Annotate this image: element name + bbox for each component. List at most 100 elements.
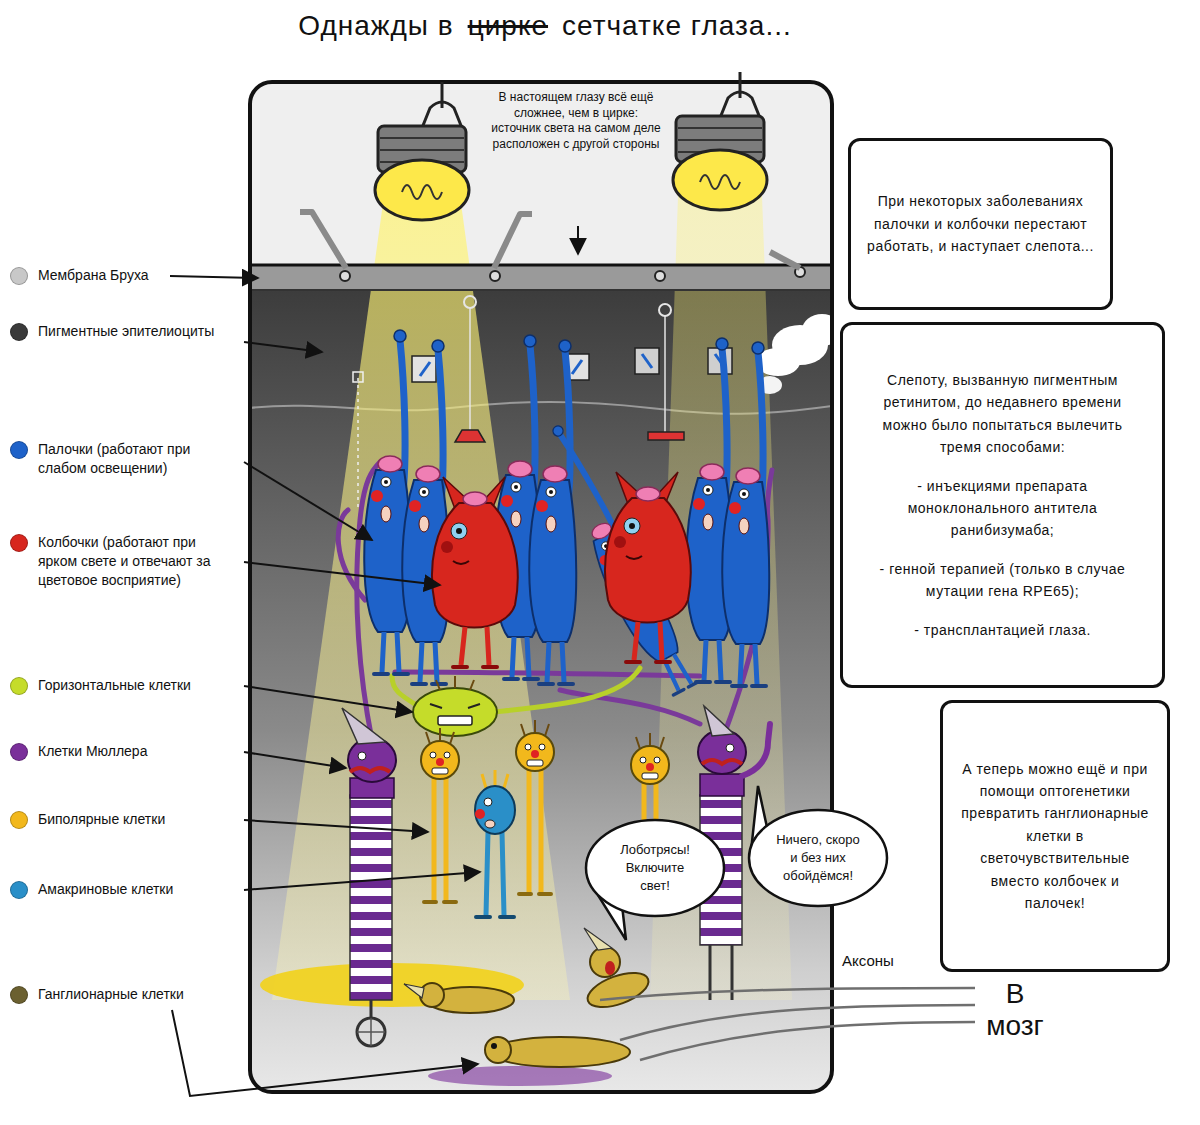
legend-text: Клетки Мюллера — [38, 742, 234, 761]
axon-bundle — [640, 1022, 975, 1060]
ganglion-cell — [590, 947, 620, 977]
legend-swatch — [10, 534, 28, 552]
muller-cell — [357, 1018, 385, 1046]
stage-background — [250, 82, 832, 1092]
stage-lamp — [375, 72, 767, 220]
leader-line — [244, 752, 346, 768]
legend-text: Биполярные клетки — [38, 810, 234, 829]
leader-line — [244, 462, 372, 540]
cone-cell — [432, 472, 691, 667]
legend-swatch — [10, 743, 28, 761]
ganglion-cell — [420, 983, 444, 1007]
axon-bundle — [600, 988, 975, 1060]
muller-fiber — [560, 690, 700, 724]
bruch-membrane — [490, 271, 500, 281]
ganglion-cell — [404, 928, 653, 1086]
axon-bundle — [600, 988, 975, 1000]
axon-label: Аксоны — [842, 952, 894, 970]
legend-item: Колбочки (работают при ярком свете и отв… — [10, 533, 244, 590]
ganglion-cell — [404, 984, 424, 998]
amacrine-cell — [476, 915, 514, 919]
light-switch — [642, 354, 652, 368]
horizontal-cell — [438, 716, 472, 725]
light-switch — [648, 432, 684, 440]
stage-post — [300, 212, 800, 268]
bruch-membrane — [250, 289, 832, 291]
amacrine-cell — [475, 809, 485, 819]
rod-cell — [364, 330, 769, 699]
speech-bubble: Ничего, скоро и без них обойдёмся! — [747, 808, 889, 908]
muller-cell — [342, 708, 386, 744]
ganglion-cell — [584, 928, 612, 950]
legend-item: Амакриновые клетки — [10, 880, 244, 899]
light-switch — [412, 356, 436, 382]
ganglion-cell — [428, 1066, 612, 1086]
light-switch — [420, 362, 430, 376]
stage-post — [300, 212, 346, 268]
title-part: сетчатке глаза... — [562, 10, 792, 42]
title-bar: Однажды вциркесетчатке глаза... — [0, 10, 1090, 42]
rod-cell — [722, 342, 769, 686]
legend-item: Мембрана Бруха — [10, 266, 244, 285]
legend-text: Ганглионарные клетки — [38, 985, 234, 1004]
light-switch — [664, 316, 666, 432]
legend-swatch — [10, 267, 28, 285]
legend-swatch — [10, 677, 28, 695]
note-text: При некоторых заболеваниях палочки и кол… — [867, 190, 1094, 257]
leader-line — [577, 226, 579, 254]
horizontal-cell — [413, 676, 497, 736]
speech-bubble-outline — [749, 810, 887, 906]
muller-cell — [342, 706, 770, 1046]
destination-label: В мозг — [982, 978, 1048, 1042]
muller-cell — [702, 760, 742, 764]
stage-frame — [250, 82, 832, 1092]
bipolar-cell — [516, 720, 554, 894]
leader-line — [170, 276, 258, 278]
cone-cell — [432, 477, 518, 667]
horizontal-cell-process — [392, 676, 418, 706]
leader-line — [170, 226, 578, 1096]
light-beam — [272, 196, 570, 1000]
legend-item: Палочки (работают при слабом освещении) — [10, 440, 244, 478]
rod-cell — [529, 422, 702, 699]
note-text: В настоящем глазу всё ещё сложнее, чем в… — [490, 90, 662, 152]
muller-fiber — [338, 510, 365, 600]
light-beam — [260, 196, 792, 1007]
legend-swatch — [10, 441, 28, 459]
cone-cell — [605, 472, 691, 662]
legend-text: Пигментные эпителиоциты — [38, 322, 234, 341]
legend-text: Палочки (работают при слабом освещении) — [38, 440, 234, 478]
light-switch — [455, 430, 485, 442]
legend-item: Горизонтальные клетки — [10, 676, 244, 695]
speech-bubble: Лоботрясы! Включите свет! — [584, 818, 726, 918]
horizontal-cell — [413, 688, 497, 736]
light-switch — [357, 378, 359, 510]
muller-cell — [350, 795, 392, 1000]
note-box: А теперь можно ещё и при помощи оптогене… — [940, 700, 1170, 972]
note-box: При некоторых заболеваниях палочки и кол… — [848, 138, 1113, 310]
light-switch — [353, 372, 363, 382]
note-text: А теперь можно ещё и при помощи оптогене… — [959, 758, 1151, 915]
legend-text: Амакриновые клетки — [38, 880, 234, 899]
amacrine-cell — [485, 820, 495, 828]
speech-bubble-outline — [586, 820, 724, 916]
note-box: Слепоту, вызванную пигментным ретинитом,… — [840, 322, 1165, 688]
horizontal-cell — [430, 704, 480, 708]
muller-cell — [704, 706, 734, 736]
legend-text: Мембрана Бруха — [38, 266, 234, 285]
legend-item: Клетки Мюллера — [10, 742, 244, 761]
amacrine-cell — [475, 770, 515, 917]
muller-cell — [350, 768, 390, 772]
legend-swatch — [10, 323, 28, 341]
list-item: - трансплантацией глаза. — [861, 619, 1144, 641]
leader-line — [244, 872, 480, 890]
leader-line — [244, 562, 440, 585]
leader-line — [244, 342, 322, 352]
legend-item: Ганглионарные клетки — [10, 985, 244, 1004]
muller-cell — [358, 752, 366, 760]
muller-cell — [348, 738, 396, 782]
legend-text: Горизонтальные клетки — [38, 676, 234, 695]
legend-text: Колбочки (работают при ярком свете и отв… — [38, 533, 234, 590]
struck-word: цирке — [468, 10, 548, 42]
list-item: - инъекциями препарата моноклонального а… — [861, 475, 1144, 542]
